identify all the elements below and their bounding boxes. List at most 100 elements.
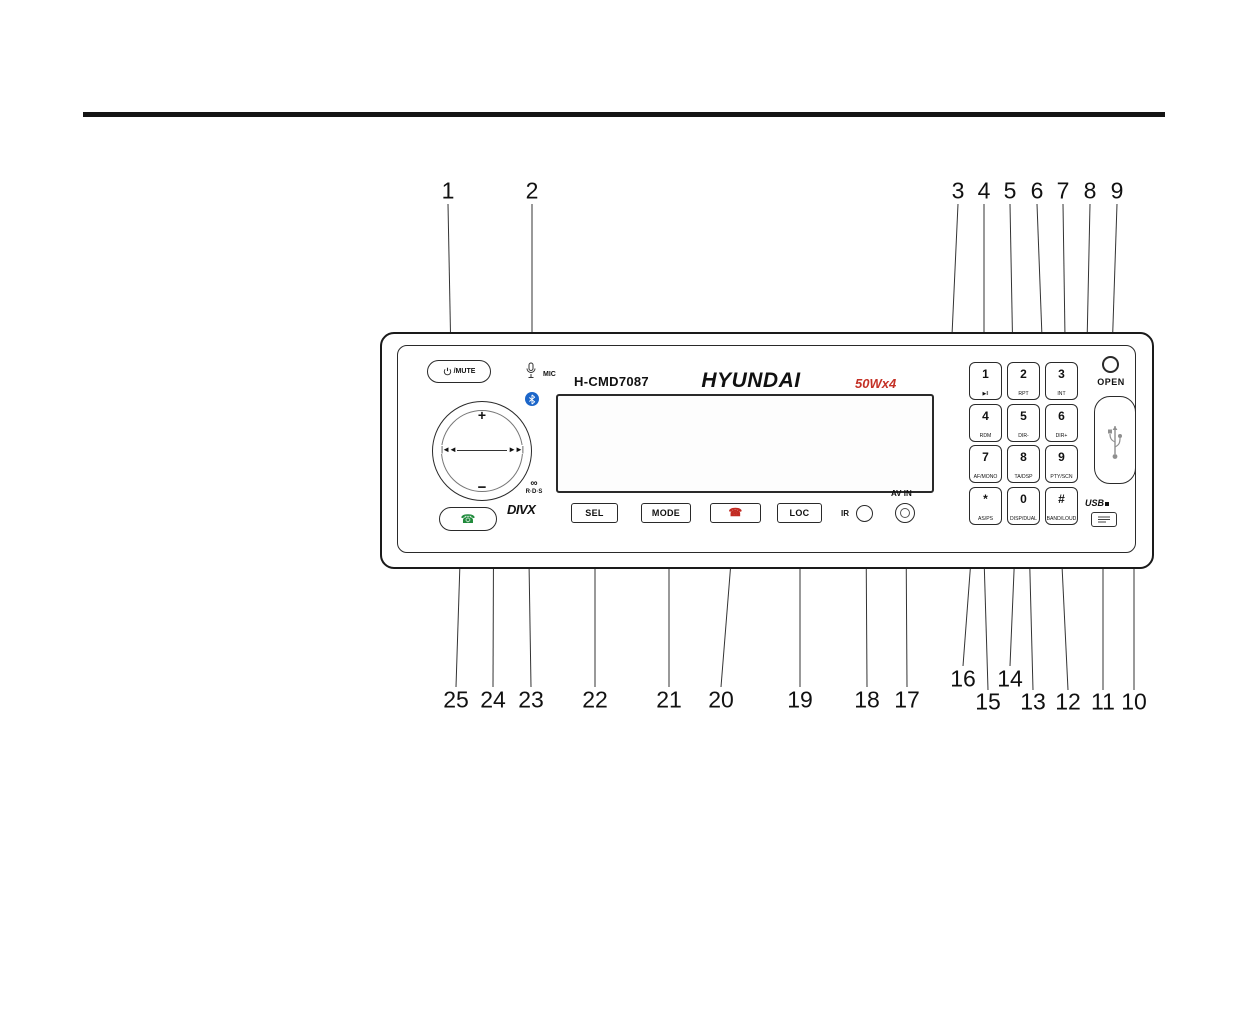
usb-port-pins-icon bbox=[1098, 516, 1110, 523]
callout-12: 12 bbox=[1055, 688, 1081, 715]
callout-10: 10 bbox=[1121, 688, 1147, 715]
rds-disc-icon: ∞ bbox=[530, 478, 538, 489]
callout-7: 7 bbox=[1056, 177, 1070, 204]
key-digit: 4 bbox=[982, 409, 989, 423]
callout-25: 25 bbox=[443, 686, 469, 713]
key-digit: 6 bbox=[1058, 409, 1065, 423]
key-digit: 2 bbox=[1020, 367, 1027, 381]
callout-17: 17 bbox=[894, 686, 920, 713]
power-mute-button: /MUTE bbox=[427, 360, 491, 383]
callout-8: 8 bbox=[1083, 177, 1097, 204]
key-7-af-mono: 7 AF/MONO bbox=[969, 445, 1002, 483]
open-label: OPEN bbox=[1097, 377, 1125, 387]
mic-label: MIC bbox=[543, 371, 556, 378]
key-sublabel: DIR+ bbox=[1055, 433, 1068, 439]
callout-15: 15 bbox=[975, 688, 1001, 715]
callout-3: 3 bbox=[951, 177, 965, 204]
key-2-rpt: 2 RPT bbox=[1007, 362, 1040, 400]
key-sublabel: AS/PS bbox=[977, 516, 994, 522]
callout-13: 13 bbox=[1020, 688, 1046, 715]
volume-up-label: + bbox=[477, 407, 487, 423]
callout-6: 6 bbox=[1030, 177, 1044, 204]
usb-port bbox=[1091, 512, 1117, 527]
callout-11: 11 bbox=[1091, 688, 1115, 715]
key-sublabel: RPT bbox=[1018, 391, 1029, 397]
callout-23: 23 bbox=[518, 686, 544, 713]
volume-down-label: − bbox=[477, 479, 487, 496]
key-sublabel: AF/MONO bbox=[973, 474, 998, 480]
phone-answer-icon: ☎ bbox=[460, 512, 476, 526]
key-star-as-ps: * AS/PS bbox=[969, 487, 1002, 525]
power-rating: 50Wx4 bbox=[855, 376, 897, 391]
key-digit: 7 bbox=[982, 450, 989, 464]
bluetooth-icon bbox=[525, 392, 539, 406]
av-in-jack bbox=[895, 503, 915, 523]
key-sublabel: DISP/DUAL bbox=[1010, 516, 1037, 522]
key-digit: # bbox=[1058, 492, 1065, 506]
callout-14: 14 bbox=[997, 665, 1023, 692]
key-digit: 3 bbox=[1058, 367, 1065, 381]
key-6-dir-plus: 6 DIR+ bbox=[1045, 404, 1078, 442]
key-sublabel: DIR- bbox=[1018, 433, 1029, 439]
microphone-icon bbox=[526, 362, 536, 378]
ir-sensor bbox=[856, 505, 873, 522]
mode-button: MODE bbox=[641, 503, 691, 523]
callout-1: 1 bbox=[441, 177, 455, 204]
av-in-jack-hole bbox=[900, 508, 910, 518]
brand-logo: HYUNDAI bbox=[701, 369, 801, 392]
usb-door bbox=[1094, 396, 1136, 484]
key-digit: 0 bbox=[1020, 492, 1027, 506]
key-5-dir-minus: 5 DIR- bbox=[1007, 404, 1040, 442]
seek-axis-line bbox=[452, 450, 512, 451]
seek-forward-icon: ►►| bbox=[507, 445, 524, 454]
usb-symbol-icon bbox=[1108, 426, 1122, 459]
seek-back-icon: |◄◄ bbox=[440, 445, 457, 454]
callout-18: 18 bbox=[854, 686, 880, 713]
key-hash-band-loud: # BAND/LOUD bbox=[1045, 487, 1078, 525]
sel-button: SEL bbox=[571, 503, 618, 523]
ir-label: IR bbox=[841, 509, 849, 518]
callout-2: 2 bbox=[525, 177, 539, 204]
callout-19: 19 bbox=[787, 686, 813, 713]
usb-dot-icon bbox=[1105, 502, 1110, 506]
callout-5: 5 bbox=[1003, 177, 1017, 204]
rds-label: R·D·S bbox=[525, 489, 543, 495]
key-sublabel: INT bbox=[1057, 391, 1066, 397]
av-in-label: AV IN bbox=[891, 489, 912, 498]
usb-label: USB bbox=[1085, 498, 1110, 508]
key-sublabel: PTY/SCN bbox=[1050, 474, 1073, 480]
model-number: H-CMD7087 bbox=[574, 374, 649, 389]
loc-button: LOC bbox=[777, 503, 822, 523]
volume-knob: + − |◄◄ ►►| bbox=[432, 401, 532, 501]
divx-logo: DIVX bbox=[507, 502, 536, 517]
key-sublabel: ▶‖ bbox=[982, 391, 989, 397]
key-sublabel: RDM bbox=[979, 433, 992, 439]
callout-22: 22 bbox=[582, 686, 608, 713]
callout-16: 16 bbox=[950, 665, 976, 692]
key-8-ta-dsp: 8 TA/DSP bbox=[1007, 445, 1040, 483]
key-digit: 9 bbox=[1058, 450, 1065, 464]
key-0-disp-dual: 0 DISP/DUAL bbox=[1007, 487, 1040, 525]
usb-label-text: USB bbox=[1085, 498, 1105, 508]
key-digit: * bbox=[983, 492, 988, 506]
callout-24: 24 bbox=[480, 686, 506, 713]
key-digit: 8 bbox=[1020, 450, 1027, 464]
power-mute-label: /MUTE bbox=[453, 368, 476, 375]
callout-21: 21 bbox=[656, 686, 682, 713]
key-sublabel: BAND/LOUD bbox=[1046, 516, 1077, 522]
key-digit: 5 bbox=[1020, 409, 1027, 423]
call-end-button: ☎ bbox=[710, 503, 761, 523]
page-divider-rule bbox=[83, 112, 1165, 117]
key-sublabel: TA/DSP bbox=[1014, 474, 1033, 480]
callout-4: 4 bbox=[977, 177, 991, 204]
key-9-pty-scn: 9 PTY/SCN bbox=[1045, 445, 1078, 483]
open-release-button bbox=[1102, 356, 1119, 373]
key-1-play-pause: 1 ▶‖ bbox=[969, 362, 1002, 400]
call-answer-button: ☎ bbox=[439, 507, 497, 531]
lcd-display bbox=[556, 394, 934, 493]
key-4-rdm: 4 RDM bbox=[969, 404, 1002, 442]
callout-9: 9 bbox=[1110, 177, 1124, 204]
key-digit: 1 bbox=[982, 367, 989, 381]
rds-logo: ∞ R·D·S bbox=[520, 478, 548, 496]
